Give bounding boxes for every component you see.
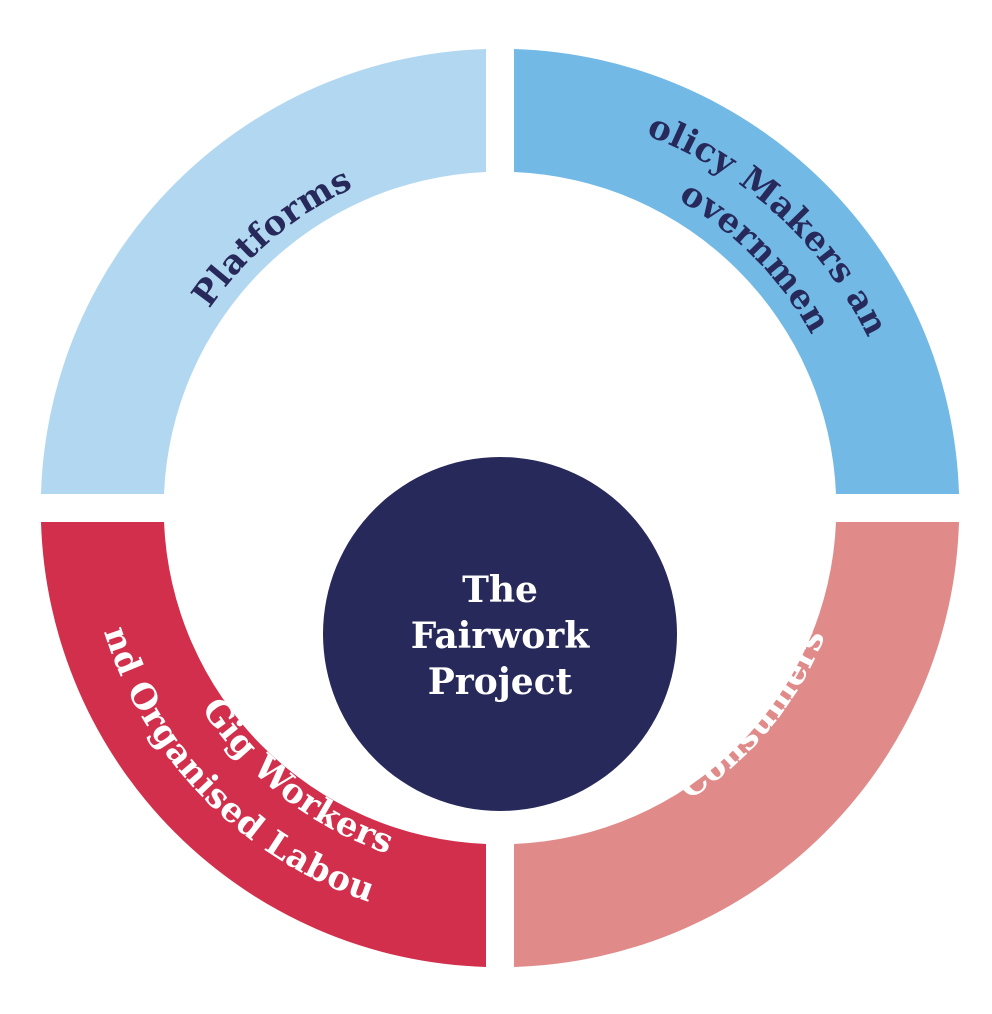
center-title-line-1: The (462, 569, 538, 611)
platforms-segment (41, 49, 486, 494)
gig-workers-segment (41, 522, 486, 967)
policy-makers-segment (514, 49, 959, 494)
center-title-line-2: Fairwork (411, 615, 591, 657)
center-title-line-3: Project (428, 661, 573, 703)
center-circle (323, 457, 677, 811)
consumers-segment (514, 522, 959, 967)
